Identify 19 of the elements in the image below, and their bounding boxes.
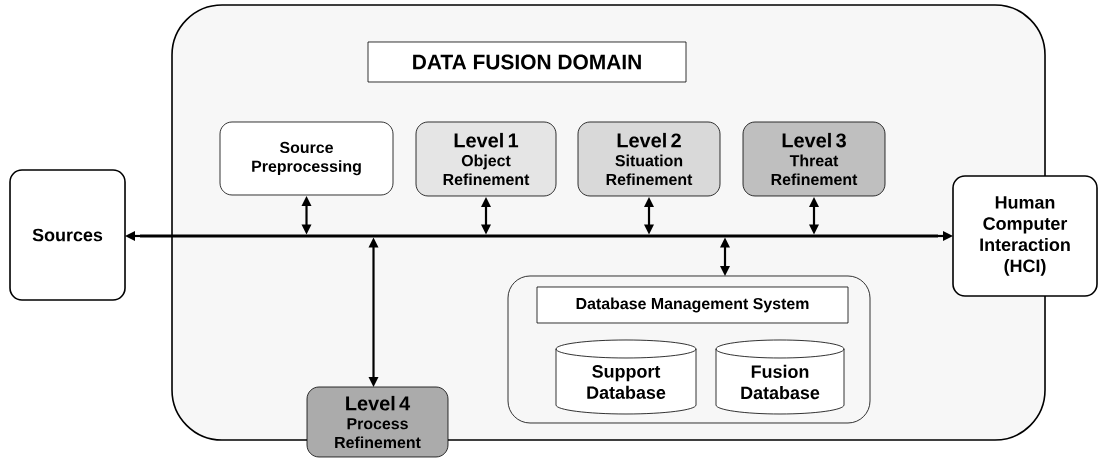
arrow xyxy=(809,197,819,235)
level-box: Level 3 Threat Refinement xyxy=(742,121,886,197)
hci-box: Human Computer Interaction (HCI) xyxy=(952,175,1098,297)
arrow xyxy=(125,231,140,241)
sources-box: Sources xyxy=(9,169,126,301)
level-box: Level 4 Process Refinement xyxy=(306,386,449,458)
process-box: Source Preprocessing xyxy=(219,121,394,196)
title-box: Database Management System xyxy=(536,286,849,324)
arrow xyxy=(720,237,730,276)
level-box: Level 2 Situation Refinement xyxy=(577,121,721,197)
arrow xyxy=(644,197,654,235)
database-cylinder: Support Database xyxy=(555,339,697,415)
database-cylinder: Fusion Database xyxy=(715,339,845,415)
arrow xyxy=(481,197,491,235)
level-box: Level 1 Object Refinement xyxy=(415,121,557,197)
title-box: DATA FUSION DOMAIN xyxy=(367,41,687,83)
arrow xyxy=(301,196,312,235)
arrow xyxy=(368,237,379,387)
arrow xyxy=(938,231,953,241)
